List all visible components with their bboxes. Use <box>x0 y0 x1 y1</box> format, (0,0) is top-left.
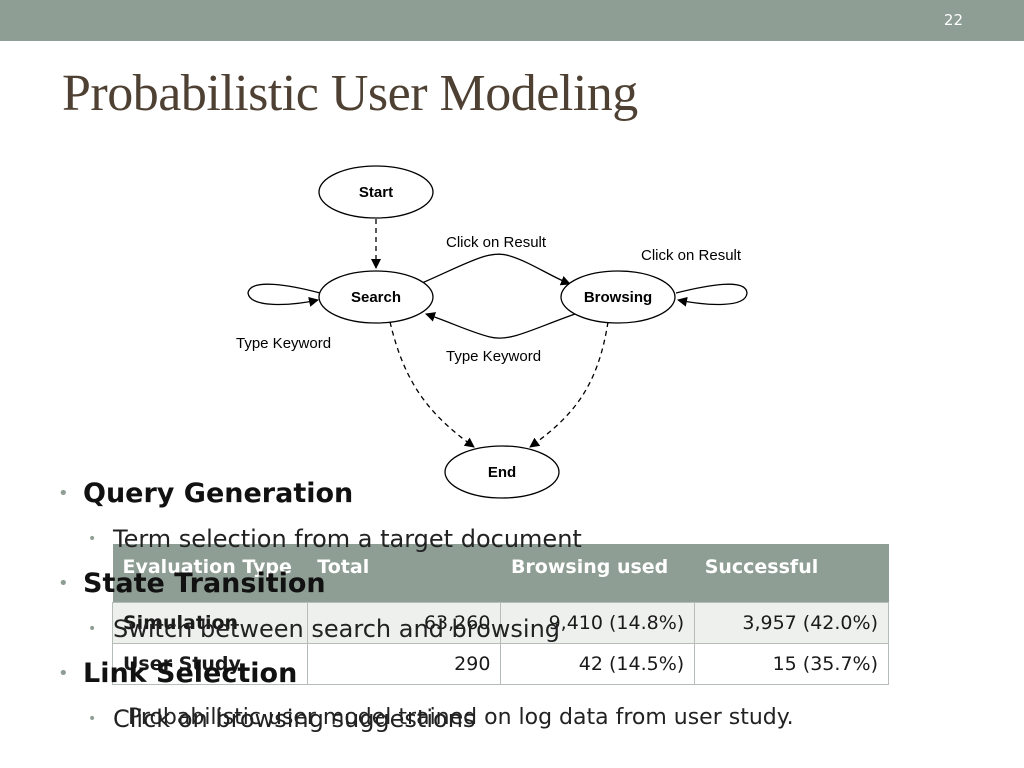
node-end <box>444 445 560 499</box>
bullet-dot: • <box>58 483 69 504</box>
bullet-label: Link Selection <box>83 658 298 689</box>
edge-search-self <box>247 283 321 307</box>
node-start-label: Start <box>359 184 393 201</box>
sub-bullet-term-selection: • Term selection from a target document <box>58 514 582 564</box>
bullet-link-selection: • Link Selection <box>58 654 582 694</box>
state-diagram: Start Search Browsing End Click on Resul… <box>236 165 748 499</box>
node-browsing-label: Browsing <box>584 289 652 306</box>
sub-bullet-label: Click on browsing suggestions <box>113 705 476 733</box>
table-header-row: Evaluation Type Total Browsing used Succ… <box>112 544 889 602</box>
bullet-dot: • <box>88 531 97 547</box>
edge-search-browsing <box>421 253 571 286</box>
bullet-state-transition: • State Transition <box>58 564 582 604</box>
top-bar: 22 <box>0 0 1024 41</box>
node-search <box>318 270 434 324</box>
node-search-label: Search <box>351 289 401 306</box>
edge-search-end <box>389 321 475 448</box>
cell-browsing: 9,410 (14.8%) <box>500 601 696 644</box>
sub-bullet-label: Term selection from a target document <box>113 525 582 553</box>
table-row: User Study 290 42 (14.5%) 15 (35.7%) <box>112 642 889 685</box>
edge-label-search-browsing: Click on Result <box>446 234 547 251</box>
bullet-query-generation: • Query Generation <box>58 474 582 514</box>
sub-bullet-click: • Click on browsing suggestions <box>58 694 582 744</box>
node-end-label: End <box>488 464 516 481</box>
bullet-dot: • <box>88 621 97 637</box>
results-table: Evaluation Type Total Browsing used Succ… <box>112 544 889 685</box>
header-evaluation-type: Evaluation Type <box>112 544 308 602</box>
node-start <box>318 165 434 219</box>
sub-bullet-switch: • Switch between search and browsing <box>58 604 582 654</box>
bullet-label: State Transition <box>83 568 326 599</box>
table-row: Simulation 63,260 9,410 (14.8%) 3,957 (4… <box>112 601 889 644</box>
header-browsing-used: Browsing used <box>500 544 695 602</box>
table-caption: Probabilistic user model trained on log … <box>128 705 794 730</box>
cell-total: 63,260 <box>306 601 502 644</box>
bullet-dot: • <box>58 663 69 684</box>
cell-type: Simulation <box>112 601 308 644</box>
bullet-label: Query Generation <box>83 478 354 509</box>
cell-browsing: 42 (14.5%) <box>500 642 696 685</box>
node-browsing <box>560 270 676 324</box>
cell-total: 290 <box>306 642 502 685</box>
cell-successful: 3,957 (42.0%) <box>694 601 889 644</box>
cell-type: User Study <box>112 642 308 685</box>
header-successful: Successful <box>694 544 889 602</box>
sub-bullet-label: Switch between search and browsing <box>113 615 561 643</box>
bullet-dot: • <box>58 573 69 594</box>
edge-label-browsing-self: Click on Result <box>641 247 742 264</box>
bullet-list: • Query Generation • Term selection from… <box>58 474 582 744</box>
slide-title: Probabilistic User Modeling <box>62 65 638 122</box>
edge-browsing-search <box>425 312 576 339</box>
edge-browsing-end <box>529 321 609 448</box>
slide-number: 22 <box>943 11 963 29</box>
bullet-dot: • <box>88 711 97 727</box>
edge-browsing-self <box>675 283 748 307</box>
cell-successful: 15 (35.7%) <box>694 642 889 685</box>
edge-label-search-self: Type Keyword <box>236 335 331 352</box>
header-total: Total <box>307 544 501 602</box>
edge-label-browsing-search: Type Keyword <box>446 348 541 365</box>
